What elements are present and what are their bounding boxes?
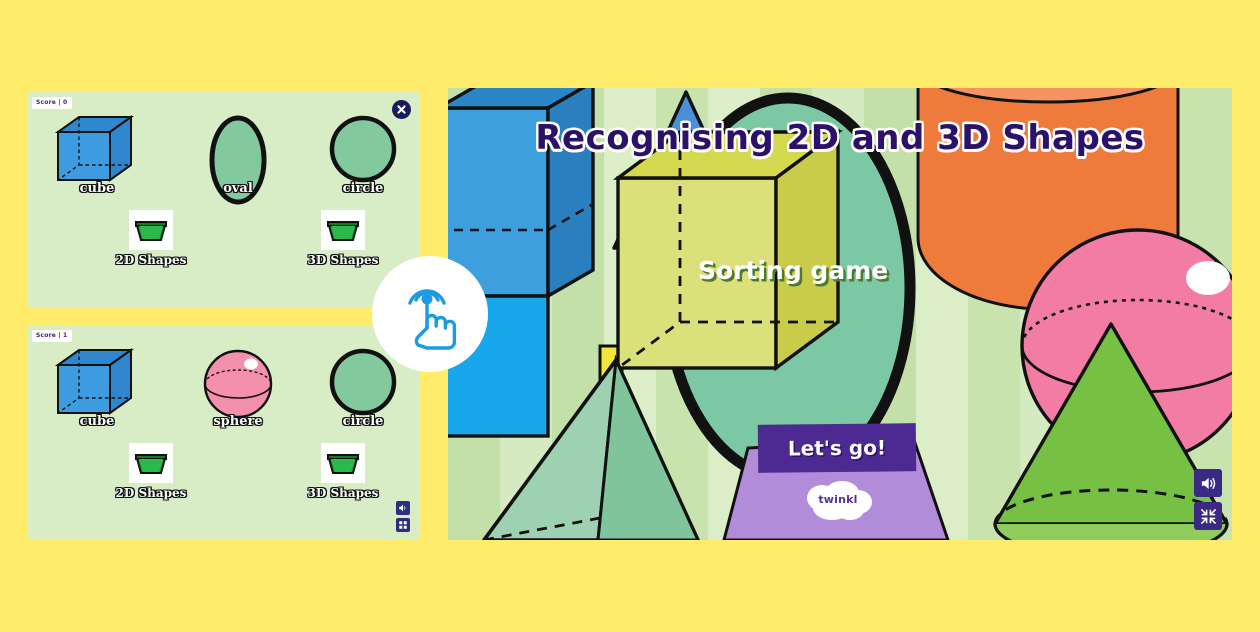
- bin-row: 2D Shapes 3D Shapes: [28, 210, 420, 280]
- game-preview-panel-2[interactable]: Score | 1 cube: [28, 325, 420, 540]
- page-title: Recognising 2D and 3D Shapes: [535, 118, 1145, 158]
- bin-label: 3D Shapes: [307, 486, 379, 500]
- close-icon[interactable]: [392, 100, 411, 119]
- shape-label: cube: [79, 181, 115, 196]
- circle-icon: [328, 347, 398, 421]
- shape-label: circle: [342, 181, 384, 196]
- drop-bin-2d[interactable]: 2D Shapes: [86, 443, 216, 500]
- drop-bin-2d[interactable]: 2D Shapes: [86, 210, 216, 267]
- bin-label: 2D Shapes: [115, 486, 187, 500]
- score-badge: Score | 1: [32, 330, 73, 342]
- cube-icon: [54, 114, 139, 188]
- game-preview-panel-1[interactable]: Score | 0 cube: [28, 92, 420, 307]
- bin-row: 2D Shapes 3D Shapes: [28, 443, 420, 513]
- bin-icon: [129, 210, 173, 250]
- shape-row: cube oval circle: [28, 110, 420, 215]
- bin-icon: [321, 443, 365, 483]
- subtitle: Sorting game: [698, 256, 889, 285]
- twinkl-wordmark: twinkl: [818, 493, 858, 506]
- player-controls: [1194, 469, 1222, 530]
- lets-go-button[interactable]: Let's go!: [757, 423, 917, 473]
- fullscreen-collapse-icon[interactable]: [1194, 502, 1222, 530]
- shape-label: oval: [223, 181, 253, 196]
- lets-go-label: Let's go!: [787, 435, 887, 461]
- circle-icon: [328, 114, 398, 188]
- cube-icon: [54, 347, 139, 421]
- draggable-shape-oval[interactable]: oval: [183, 110, 293, 210]
- shape-row: cube sphere: [28, 343, 420, 448]
- panel-controls: [396, 501, 410, 532]
- oval-icon: [207, 114, 269, 210]
- draggable-shape-sphere[interactable]: sphere: [183, 343, 293, 443]
- bin-icon: [129, 443, 173, 483]
- grid-icon[interactable]: [396, 518, 410, 532]
- speaker-icon[interactable]: [396, 501, 410, 515]
- tap-hand-icon: [372, 256, 488, 372]
- shape-label: cube: [79, 414, 115, 429]
- drop-bin-3d[interactable]: 3D Shapes: [278, 210, 408, 267]
- draggable-shape-cube[interactable]: cube: [42, 110, 152, 210]
- shape-label: sphere: [213, 414, 263, 429]
- bin-label: 3D Shapes: [307, 253, 379, 267]
- draggable-shape-circle[interactable]: circle: [308, 110, 418, 210]
- speaker-icon[interactable]: [1194, 469, 1222, 497]
- score-badge: Score | 0: [32, 97, 73, 109]
- draggable-shape-circle[interactable]: circle: [308, 343, 418, 443]
- twinkl-logo: twinkl: [800, 480, 876, 522]
- game-cover-panel[interactable]: Recognising 2D and 3D Shapes Sorting gam…: [448, 88, 1232, 540]
- bin-label: 2D Shapes: [115, 253, 187, 267]
- bin-icon: [321, 210, 365, 250]
- cover-artwork: [448, 88, 1232, 540]
- sphere-icon: [201, 347, 275, 425]
- left-preview-column: Score | 0 cube: [28, 92, 420, 540]
- drop-bin-3d[interactable]: 3D Shapes: [278, 443, 408, 500]
- draggable-shape-cube[interactable]: cube: [42, 343, 152, 443]
- shape-label: circle: [342, 414, 384, 429]
